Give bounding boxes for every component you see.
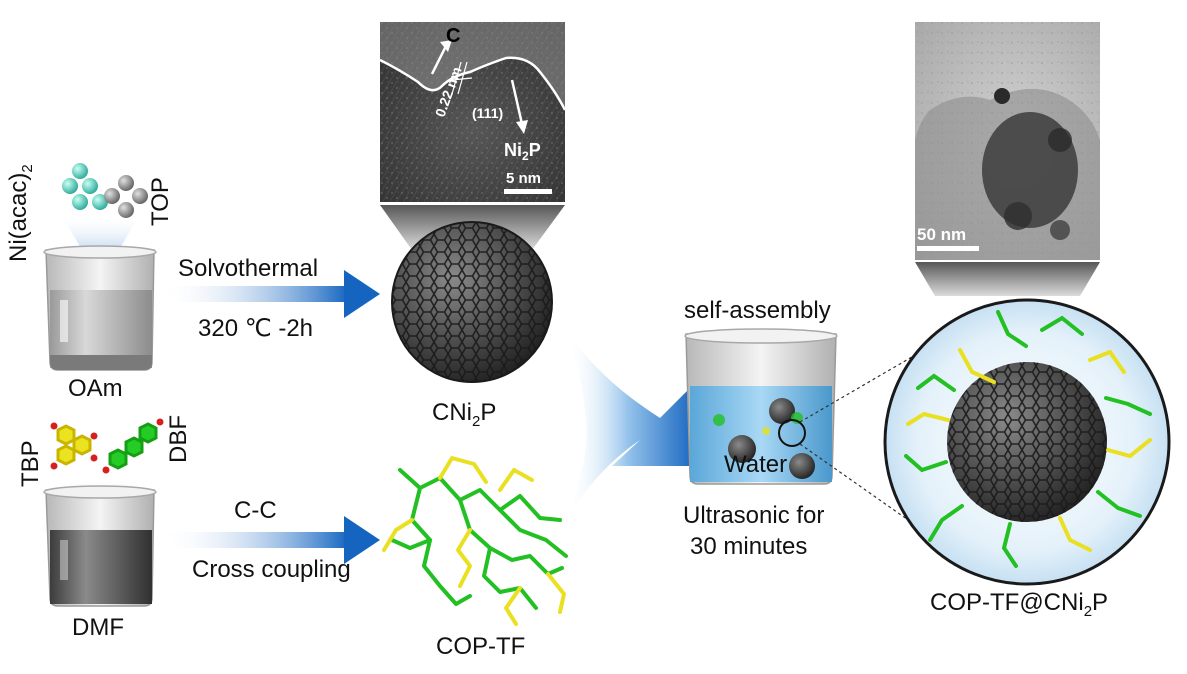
tem-image-composite: 50 nm — [915, 22, 1100, 260]
water-label: Water — [724, 451, 787, 478]
ultrasonic-label-2: 30 minutes — [690, 533, 807, 560]
tem-image-hrtem: C 0.22 nm (111) Ni2P 5 nm — [379, 22, 567, 202]
beaker-dmf-icon — [43, 485, 157, 607]
final-sub: 2 — [1084, 603, 1092, 620]
top-precursor-icon — [104, 175, 148, 218]
dbf-label: DBF — [165, 415, 192, 463]
dbf-label-group: DBF — [165, 415, 192, 463]
dmf-label: DMF — [72, 614, 124, 641]
oam-label: OAm — [68, 375, 123, 402]
lattice-plane-label: (111) — [472, 105, 503, 121]
final-label-b: P — [1092, 589, 1108, 616]
cop-tf-label: COP-TF — [436, 633, 525, 660]
water-beaker-icon — [684, 328, 838, 485]
carbon-arrow-icon — [430, 45, 448, 75]
tem1-scale-bar — [504, 189, 552, 194]
cross-coupling-arrow-icon — [162, 516, 380, 564]
ni-precursor-icon — [62, 163, 108, 210]
svg-text:Ni(acac)2: Ni(acac)2 — [5, 164, 36, 262]
merge-arrow-icon — [566, 330, 690, 520]
ni-acac-label: Ni(acac) — [5, 173, 32, 262]
cc-label: C-C — [234, 497, 277, 524]
ni2p-arrow-icon — [510, 79, 524, 125]
tbp-molecule-icon — [50, 422, 98, 470]
beaker-oam-icon — [43, 245, 157, 371]
dbf-molecule-icon — [102, 418, 164, 474]
cop-tf-network-icon — [382, 456, 568, 626]
top-label: TOP — [147, 177, 174, 226]
cni2p-label: CNi — [432, 399, 472, 426]
cross-coupling-label: Cross coupling — [192, 556, 351, 583]
tem2-scale-label: 50 nm — [917, 225, 966, 244]
tbp-label: TBP — [17, 440, 44, 487]
cni2p-label-b: P — [480, 399, 496, 426]
pour-funnel-icon — [60, 214, 140, 272]
top-label-group: TOP — [147, 177, 174, 226]
tem2-scale-bar — [917, 246, 979, 251]
tem1-phase-label: Ni — [504, 140, 522, 160]
cni2p-sub: 2 — [472, 413, 480, 430]
solvothermal-label: Solvothermal — [178, 255, 318, 282]
svg-text:COP-TF@CNi2P: COP-TF@CNi2P — [930, 589, 1108, 620]
tem1-phase-label-b: P — [529, 140, 541, 160]
ni-acac-label-group: Ni(acac)2 — [5, 164, 36, 262]
ultrasonic-label-1: Ultrasonic for — [683, 502, 824, 529]
svg-text:Ni2P: Ni2P — [504, 140, 541, 163]
svg-text:CNi2P: CNi2P — [432, 399, 496, 430]
final-label: COP-TF@CNi — [930, 589, 1084, 616]
tem1-c-label: C — [446, 25, 460, 47]
magnify-circle — [778, 419, 806, 447]
self-assembly-label: self-assembly — [684, 297, 831, 324]
tbp-label-group: TBP — [17, 440, 44, 487]
zoom-cone-2 — [915, 262, 1100, 296]
tem1-scale-label: 5 nm — [506, 170, 541, 187]
tem1-phase-sub: 2 — [522, 149, 529, 163]
carbon-outline — [379, 56, 567, 111]
solvothermal-arrow-icon — [160, 270, 380, 318]
cop-tf-cni2p-composite-icon — [883, 298, 1171, 586]
ni-acac-subscript: 2 — [19, 164, 36, 172]
cni2p-sphere-icon — [391, 221, 553, 383]
condition-label: 320 ℃ -2h — [198, 315, 313, 342]
zoom-line-top — [799, 335, 949, 423]
